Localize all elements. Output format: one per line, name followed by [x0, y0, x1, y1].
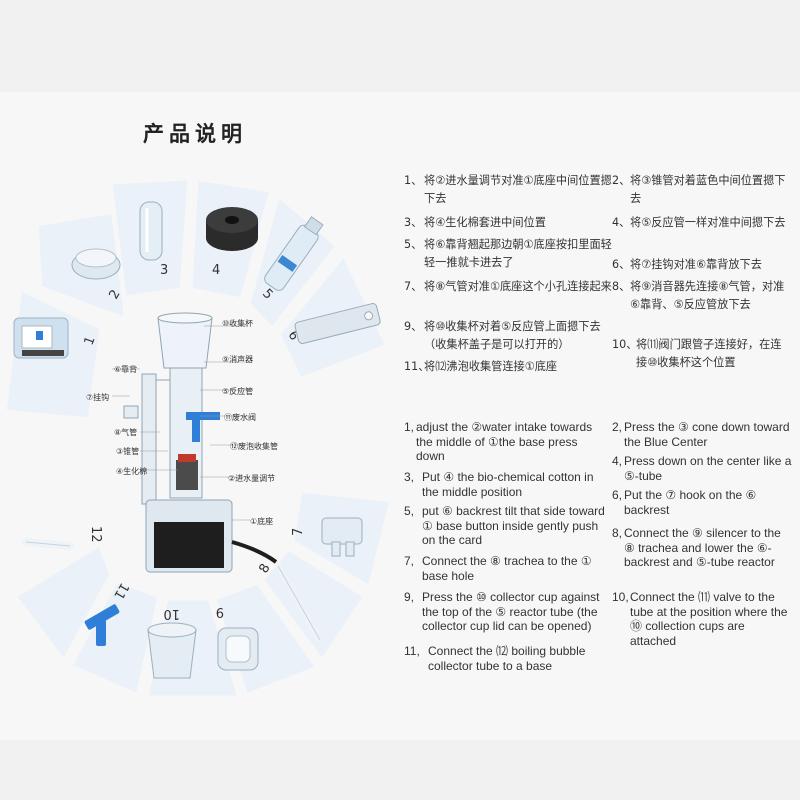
zh-instructions-right: 2、将③锥管对着蓝色中间位置摁下去 4、将⑤反应管一样对准中间摁下去 6、将⑦挂… [612, 172, 790, 372]
en-instructions-right: 2,Press the ③ cone down toward the Blue … [612, 420, 792, 648]
label-cup: ⑩收集杯 [222, 318, 253, 328]
zh-step-3: 3、将④生化棉套进中间位置 [404, 216, 546, 229]
foam-tube-part-icon [22, 538, 74, 550]
zh-step-9: 9、将⑩收集杯对着⑤反应管上面摁下去（收集杯盖子是可以打开的） [404, 320, 601, 351]
en-step-2: 2,Press the ③ cone down toward the Blue … [612, 420, 790, 449]
en-step-1: 1,adjust the ②water intake towards the m… [404, 420, 593, 463]
en-step-4: 4,Press down on the center like a ⑤-tube [612, 454, 792, 483]
page-title: 产品说明 [143, 122, 247, 146]
cone-part-icon [139, 201, 163, 261]
label-intake: ②进水量调节 [228, 473, 275, 483]
valve-part-icon [84, 604, 120, 646]
skimmer-assembly [123, 312, 278, 573]
label-backrest: ⑥靠背 [114, 364, 137, 374]
leader-lines [112, 325, 250, 521]
zh-step-6: 6、将⑦挂钩对准⑥靠背放下去 [612, 258, 762, 271]
part-labels: ⑩收集杯 ⑨消声器 ⑥靠背 ⑤反应管 ⑦挂钩 ⑪废水阀 ⑧气管 ⑫废泡收集管 ③… [86, 318, 278, 526]
en-step-5: 5,put ⑥ backrest tilt that side toward ①… [404, 504, 605, 547]
zh-instructions-left: 1、将②进水量调节对准①底座中间位置摁下去 3、将④生化棉套进中间位置 5、将⑥… [404, 172, 622, 373]
en-step-3: 3,Put ④ the bio-chemical cotton in the m… [404, 470, 594, 499]
zh-step-5: 5、将⑥靠背翘起那边朝①底座按扣里面轻轻一推就卡进去了 [404, 238, 612, 269]
parts-diagram: 1 2 3 4 5 6 7 8 9 10 11 12 [1, 175, 396, 701]
segment-12 [10, 540, 115, 667]
zh-step-4: 4、将⑤反应管一样对准中间摁下去 [612, 216, 786, 229]
en-step-6: 6,Put the ⑦ hook on the ⑥ backrest [612, 488, 757, 517]
label-valve: ⑪废水阀 [224, 412, 256, 422]
part-number-4: 4 [212, 263, 220, 278]
label-cotton: ④生化棉 [116, 466, 147, 476]
cotton-part-icon [206, 207, 258, 251]
part-number-9: 9 [216, 604, 224, 619]
reactor-part-icon [264, 216, 324, 291]
zh-step-1: 1、将②进水量调节对准①底座中间位置摁下去 [404, 174, 612, 205]
en-step-9: 9,Press the ⑩ collector cup against the … [404, 590, 600, 633]
cup-part-icon [147, 622, 197, 679]
zh-step-7: 7、将⑧气管对准①底座这个小孔连接起来 [404, 280, 612, 293]
base-part-icon [13, 317, 69, 359]
collection-cup [157, 317, 213, 369]
trachea-part-icon [274, 562, 324, 644]
label-foam: ⑫废泡收集管 [230, 441, 278, 451]
label-reactor: ⑤反应管 [222, 386, 253, 396]
part-number-3: 3 [160, 263, 168, 278]
segment-8 [258, 544, 370, 667]
disk-part-icon [71, 248, 121, 280]
backrest-part-icon [294, 303, 381, 345]
power-cable [231, 540, 278, 564]
en-step-11: 11,Connect the ⑿ boiling bubble collecto… [404, 644, 586, 673]
part-thumbnails [13, 201, 381, 679]
part-number-12: 12 [88, 526, 103, 543]
zh-step-10: 10、将⑾阀门跟管子连接好，在连接⑩收集杯这个位置 [612, 338, 782, 369]
label-trachea: ⑧气管 [114, 427, 137, 437]
label-cone: ③锥管 [116, 446, 139, 456]
en-step-8: 8,Connect the ⑨ silencer to the ⑧ trache… [612, 526, 781, 569]
part-number-7: 7 [291, 528, 306, 536]
segment-11 [66, 576, 163, 700]
label-hook: ⑦挂钩 [86, 392, 109, 402]
silencer-part-icon [217, 627, 259, 671]
en-step-10: 10,Connect the ⑾ valve to the tube at th… [612, 590, 788, 648]
part-number-10: 10 [163, 606, 180, 621]
en-instructions-left: 1,adjust the ②water intake towards the m… [404, 420, 608, 678]
en-step-7: 7,Connect the ⑧ trachea to the ① base ho… [404, 554, 592, 583]
reactor-core [176, 460, 198, 490]
zh-step-11: 11、将⑿沸泡收集管连接①底座 [404, 360, 558, 373]
zh-step-8: 8、将⑨消音器先连接⑧气管，对准⑥靠背、⑤反应管放下去 [612, 280, 785, 311]
part-number-11: 11 [110, 580, 131, 602]
zh-step-2: 2、将③锥管对着蓝色中间位置摁下去 [612, 174, 786, 205]
label-silencer: ⑨消声器 [222, 354, 253, 364]
hook-part-icon [321, 517, 363, 557]
label-base: ①底座 [250, 516, 273, 526]
